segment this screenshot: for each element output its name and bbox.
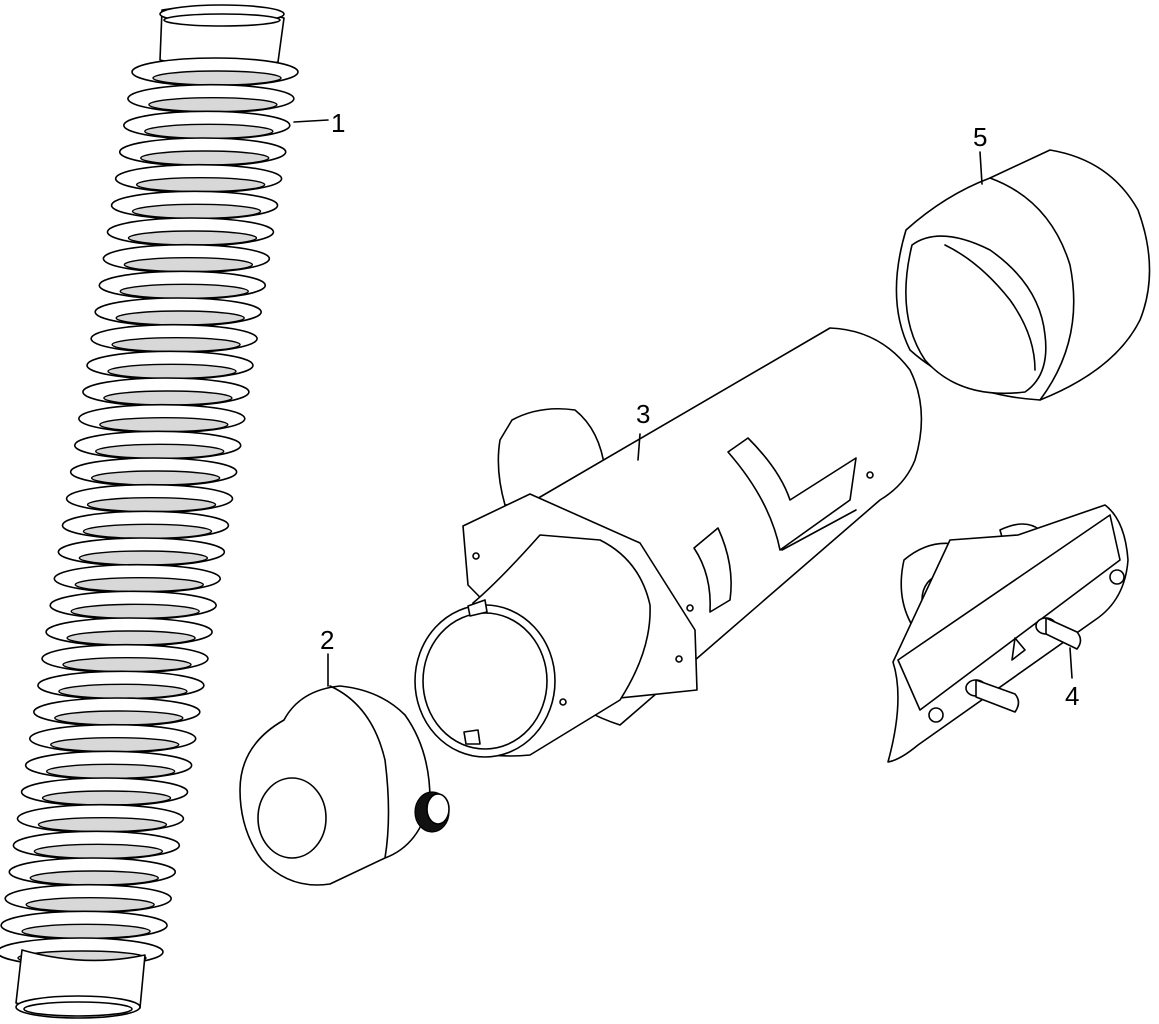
leader-line-3 (637, 433, 641, 461)
hose-rib-groove (25, 896, 155, 913)
callout-1: 1 (331, 108, 346, 138)
hose-rib-groove (33, 843, 164, 860)
hose-rib-groove (140, 150, 270, 166)
hose-rib-groove (115, 310, 245, 326)
hose-rib-groove (82, 523, 213, 540)
hose-rib-groove (70, 603, 200, 620)
hose-rib-groove (152, 70, 282, 86)
hose-rib-groove (103, 390, 233, 406)
hose-rib-groove (58, 683, 188, 700)
hose-rib-groove (78, 550, 209, 566)
leader-line-5 (979, 151, 983, 185)
callout-5: 5 (973, 122, 988, 152)
hose-rib-groove (50, 736, 180, 753)
part-2-end-cap (239, 685, 450, 886)
part-4-mounting-bracket (887, 504, 1129, 763)
leader-line-4 (1069, 647, 1073, 679)
callout-4: 4 (1065, 681, 1080, 711)
part-3-cylindrical-housing (414, 327, 923, 758)
hose-rib-groove (127, 230, 258, 246)
hose-rib-groove (37, 816, 168, 833)
hose-rib-groove (111, 336, 241, 353)
callout-3: 3 (636, 399, 651, 429)
hose-rib-groove (135, 176, 266, 193)
hose-rib-groove (86, 496, 217, 513)
hose-rib-groove (99, 416, 229, 433)
hose-rib-groove (119, 283, 249, 300)
part-5-coupling-sleeve (895, 149, 1151, 401)
hose-rib-groove (107, 363, 237, 380)
hose-rib-groove (148, 96, 278, 113)
hose-rib-groove (66, 630, 196, 646)
hose-rib-groove (123, 256, 254, 273)
hose-rib-groove (62, 656, 192, 673)
hose-rib-groove (21, 923, 151, 940)
hose-rib-groove (74, 576, 204, 593)
leader-line-1 (293, 119, 329, 123)
hose-rib-groove (131, 203, 262, 220)
hose-rib-groove (95, 443, 225, 460)
hose-rib-groove (90, 470, 221, 486)
hose-rib-groove (54, 710, 184, 726)
part-1-corrugated-hose (0, 4, 299, 1019)
hose-rib-groove (45, 763, 176, 780)
hose-rib-groove (29, 870, 159, 886)
hose-rib-groove (144, 123, 274, 140)
hose-rib-groove (41, 790, 172, 806)
callout-2: 2 (320, 625, 335, 655)
